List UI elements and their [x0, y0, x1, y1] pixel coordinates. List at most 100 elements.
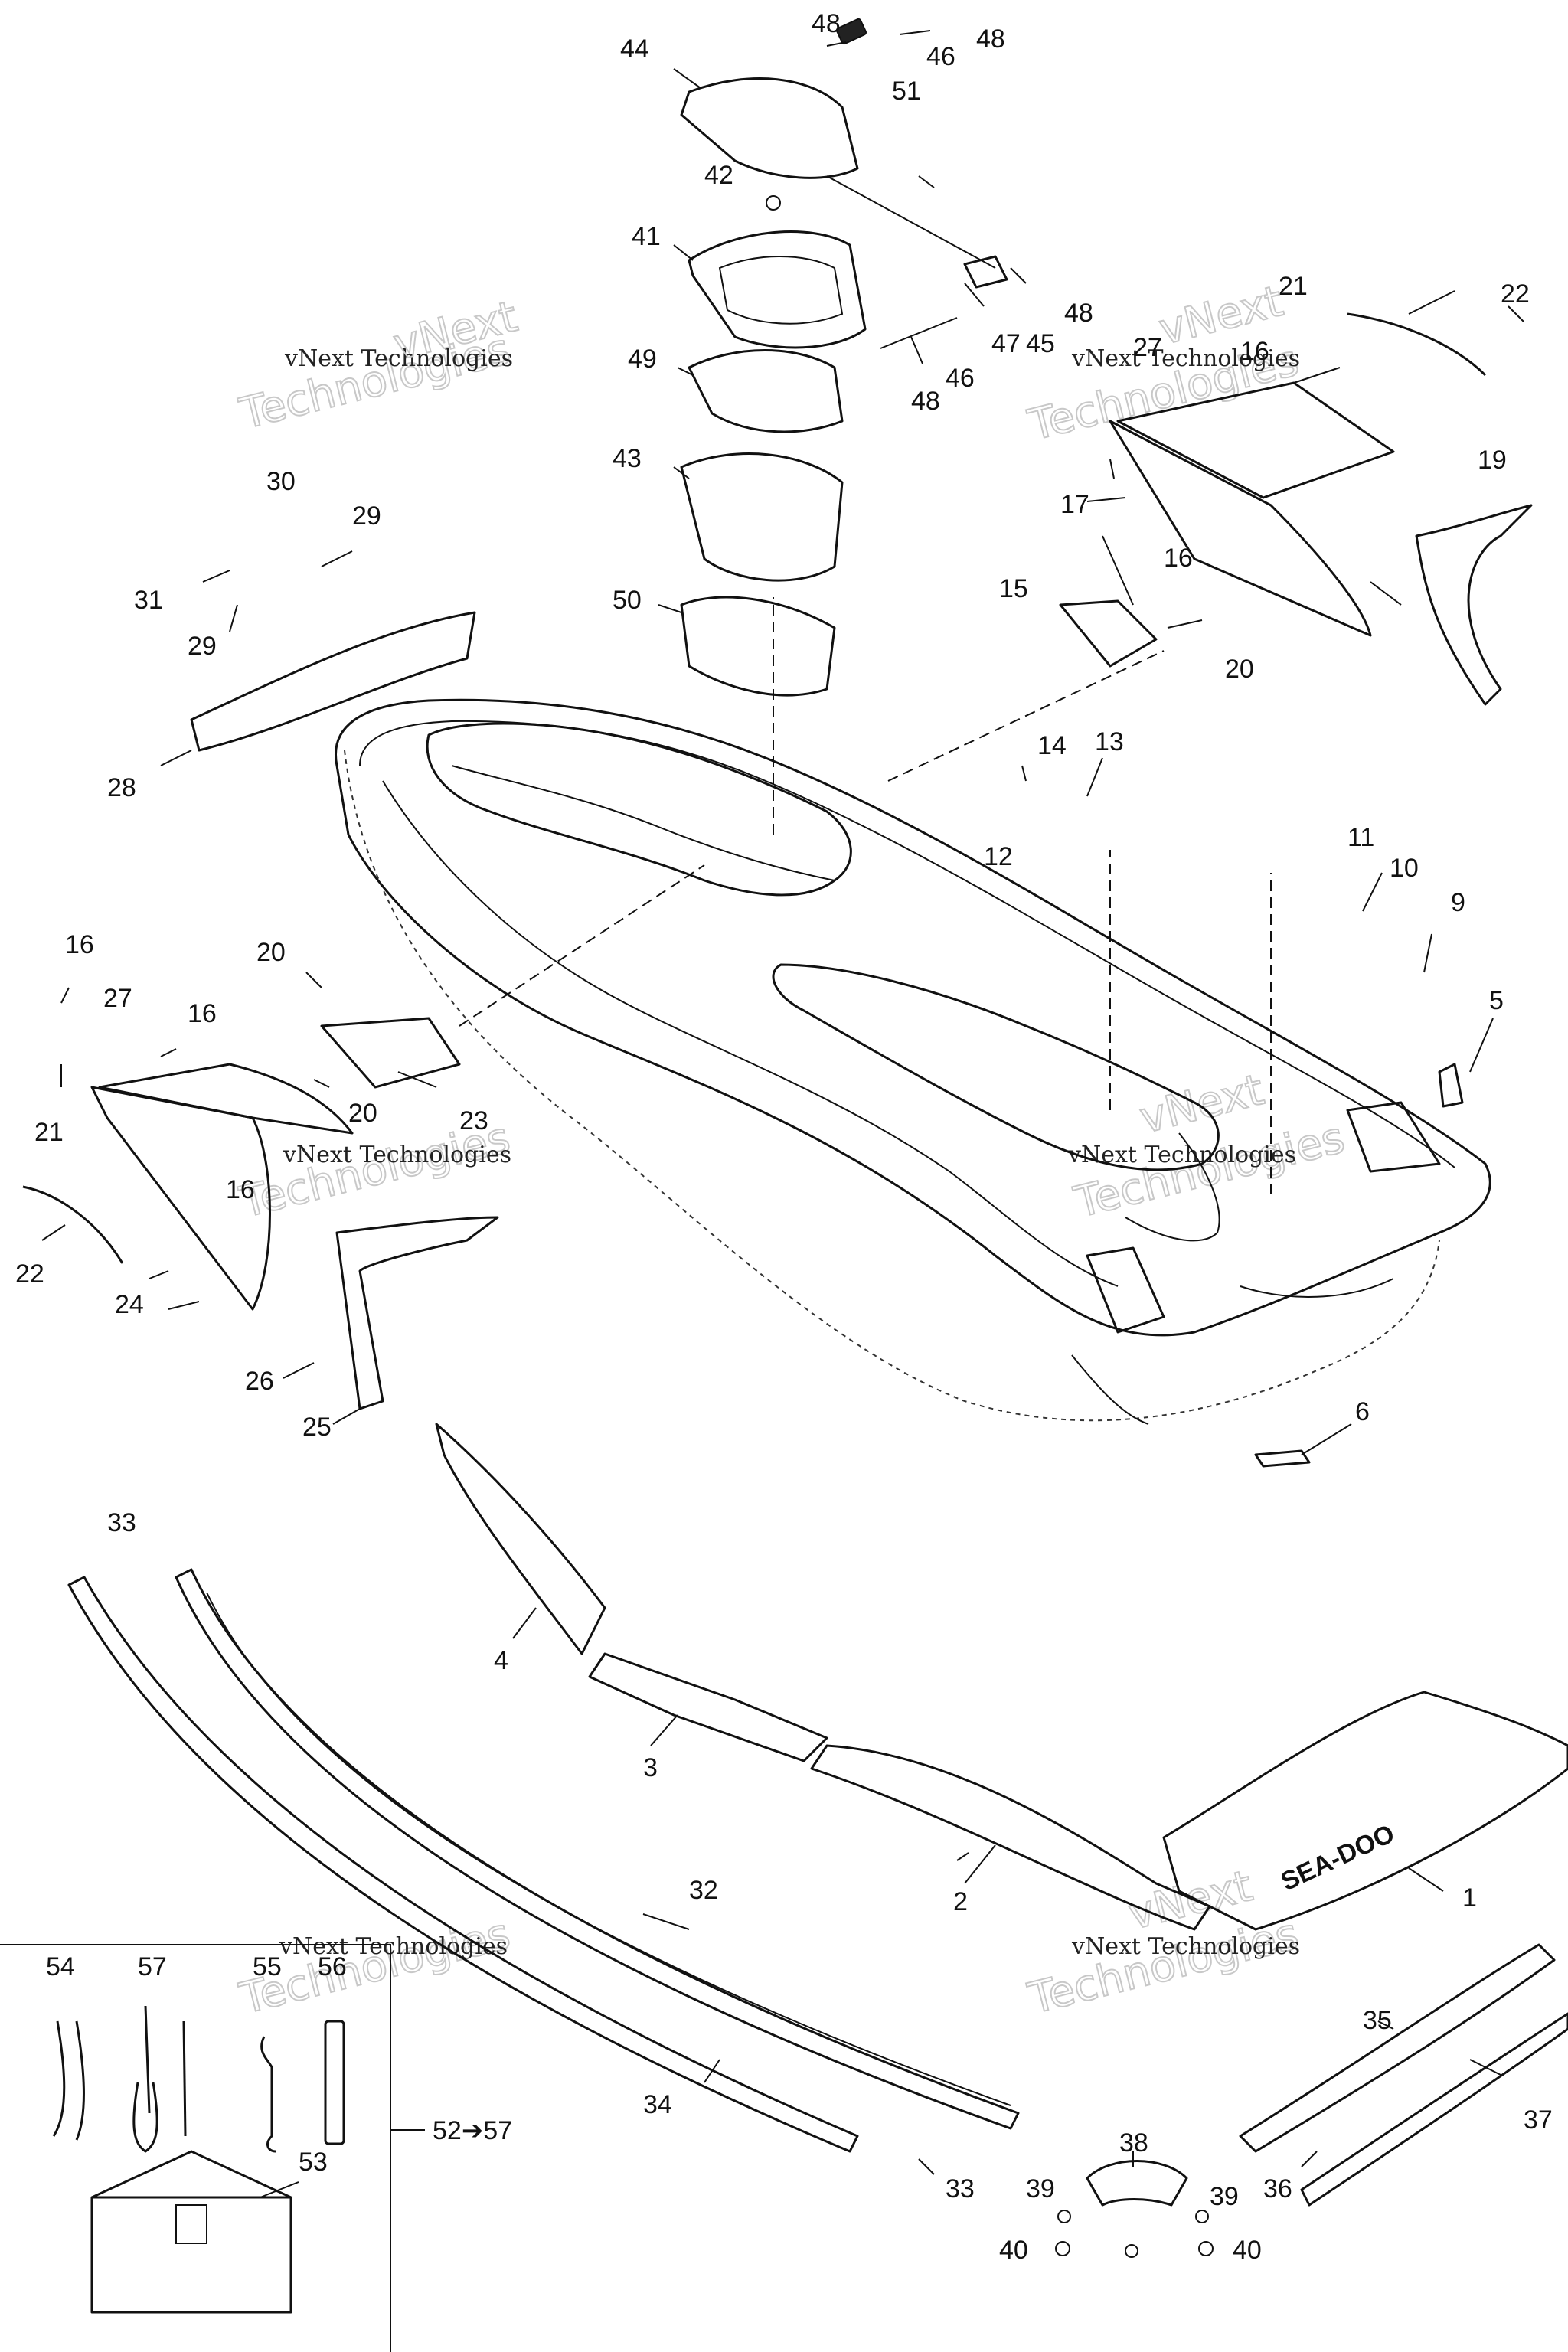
callout-21b: 21 — [34, 1118, 64, 1147]
decal-1 — [1162, 1690, 1568, 1931]
callout-33: 33 — [107, 1508, 136, 1537]
deck-rim-line — [359, 720, 1455, 1168]
hull-chine-line — [1240, 1278, 1394, 1298]
storage-tray-inner — [718, 256, 844, 325]
callout-22: 22 — [1501, 279, 1530, 309]
callout-29: 29 — [352, 501, 381, 531]
left-side-group — [22, 611, 499, 1410]
callout-45: 45 — [1026, 329, 1055, 358]
callout-28: 28 — [107, 773, 136, 802]
callout-44: 44 — [620, 34, 649, 64]
leader-deflector-right — [887, 650, 1165, 782]
callout-35: 35 — [1363, 2006, 1392, 2035]
watermark-small: vNext Technologies — [279, 1933, 508, 1960]
nut-39-right — [1195, 2210, 1209, 2223]
callout-leaders — [41, 30, 1524, 2198]
callout-20b: 20 — [256, 938, 286, 967]
callout-36: 36 — [1263, 2174, 1292, 2203]
callout-11: 11 — [1348, 823, 1374, 852]
side-moulding-right — [1415, 504, 1533, 706]
vent-right — [1059, 599, 1158, 668]
screwdriver-57 — [132, 2005, 158, 2153]
storage-bin[interactable] — [680, 452, 844, 582]
callout-1: 1 — [1462, 1883, 1477, 1913]
screwdriver-57b — [182, 2020, 187, 2137]
rub-rail-32-inner — [206, 1592, 1011, 2106]
callout-43: 43 — [612, 444, 642, 473]
decal-logo-text: SEA-DOO — [1276, 1819, 1399, 1897]
tool-bag-logo — [175, 2204, 207, 2244]
callout-27: 27 — [1133, 333, 1162, 362]
callout-30: 30 — [266, 467, 296, 496]
decal-2 — [810, 1744, 1211, 1931]
storage-cover-stack — [680, 18, 1008, 697]
callout-4: 4 — [494, 1646, 508, 1675]
callout-34: 34 — [643, 2090, 672, 2119]
latch-rod — [880, 317, 958, 349]
callout-25: 25 — [302, 1413, 332, 1442]
callout-48c: 48 — [1064, 299, 1093, 328]
callout-48: 48 — [812, 9, 841, 38]
nut-39-left — [1057, 2210, 1071, 2223]
rub-rail-32 — [175, 1568, 1020, 2130]
callout-16: 16 — [1164, 544, 1193, 573]
callout-55: 55 — [253, 1952, 282, 1981]
rub-rail-35 — [1239, 1943, 1556, 2153]
callout-9: 9 — [1451, 888, 1465, 917]
storage-tray[interactable] — [688, 230, 867, 349]
callout-14: 14 — [1037, 731, 1067, 760]
callout-16c: 16 — [65, 930, 94, 959]
tool-kit-group: 52➔57 — [0, 1944, 512, 2352]
storage-cover[interactable] — [680, 77, 859, 179]
callout-19: 19 — [1478, 446, 1507, 475]
watermark-small: vNext Technologies — [1071, 1933, 1300, 1960]
watermark-fragment: vNext — [1135, 1065, 1269, 1144]
plug-40-left — [1055, 2241, 1070, 2256]
cover-latch[interactable] — [963, 255, 1008, 289]
watermark-small: vNext Technologies — [283, 1142, 511, 1168]
seat-outline — [426, 722, 852, 897]
callout-16d: 16 — [188, 999, 217, 1028]
leader-cover-latch — [826, 175, 996, 269]
leader-side-panel-left — [459, 864, 705, 1027]
storage-bin-gasket — [680, 596, 836, 697]
decal-6 — [1254, 1449, 1311, 1468]
callout-32: 32 — [689, 1876, 718, 1905]
callout-5: 5 — [1489, 986, 1504, 1015]
callout-12: 12 — [984, 842, 1013, 871]
rub-rail-37 — [1300, 2012, 1568, 2207]
callout-53: 53 — [299, 2148, 328, 2177]
watermark-small: vNext Technologies — [284, 345, 513, 372]
tool-kit-range-label: 52➔57 — [433, 2116, 512, 2145]
side-moulding-left — [335, 1216, 499, 1410]
callout-17: 17 — [1060, 490, 1089, 519]
tool-kit-frame — [0, 1944, 391, 2352]
decal-4 — [435, 1423, 606, 1655]
seat-seam — [451, 765, 835, 881]
callout-40b: 40 — [1233, 2236, 1262, 2265]
callout-51: 51 — [892, 77, 921, 106]
deflector-right-top — [1116, 381, 1395, 499]
decal-group: SEA-DOO — [435, 1063, 1568, 1931]
nose-console-line — [1125, 1132, 1220, 1242]
callout-54: 54 — [46, 1952, 75, 1981]
grab-handle-left — [22, 1185, 124, 1264]
socket-wrench-56 — [324, 2020, 345, 2145]
rear-grab-handle — [190, 611, 476, 752]
callout-20: 20 — [1225, 655, 1254, 684]
storage-well-outline — [772, 963, 1220, 1171]
right-deflector-group — [1059, 312, 1533, 706]
tool-bag-53 — [90, 2150, 292, 2314]
pliers-54 — [52, 2020, 85, 2141]
callout-38: 38 — [1119, 2128, 1148, 2158]
callout-16b: 16 — [1240, 337, 1269, 366]
callout-31: 31 — [134, 586, 163, 615]
plug-40-right — [1198, 2241, 1214, 2256]
callout-27b: 27 — [103, 984, 132, 1013]
callout-39b: 39 — [1210, 2182, 1239, 2211]
decal-3 — [588, 1652, 828, 1762]
deflector-right-panel — [1109, 420, 1372, 637]
watermark-large: Technologies — [1070, 1112, 1350, 1227]
callout-2: 2 — [953, 1887, 968, 1916]
deck-side-line — [382, 780, 1119, 1287]
